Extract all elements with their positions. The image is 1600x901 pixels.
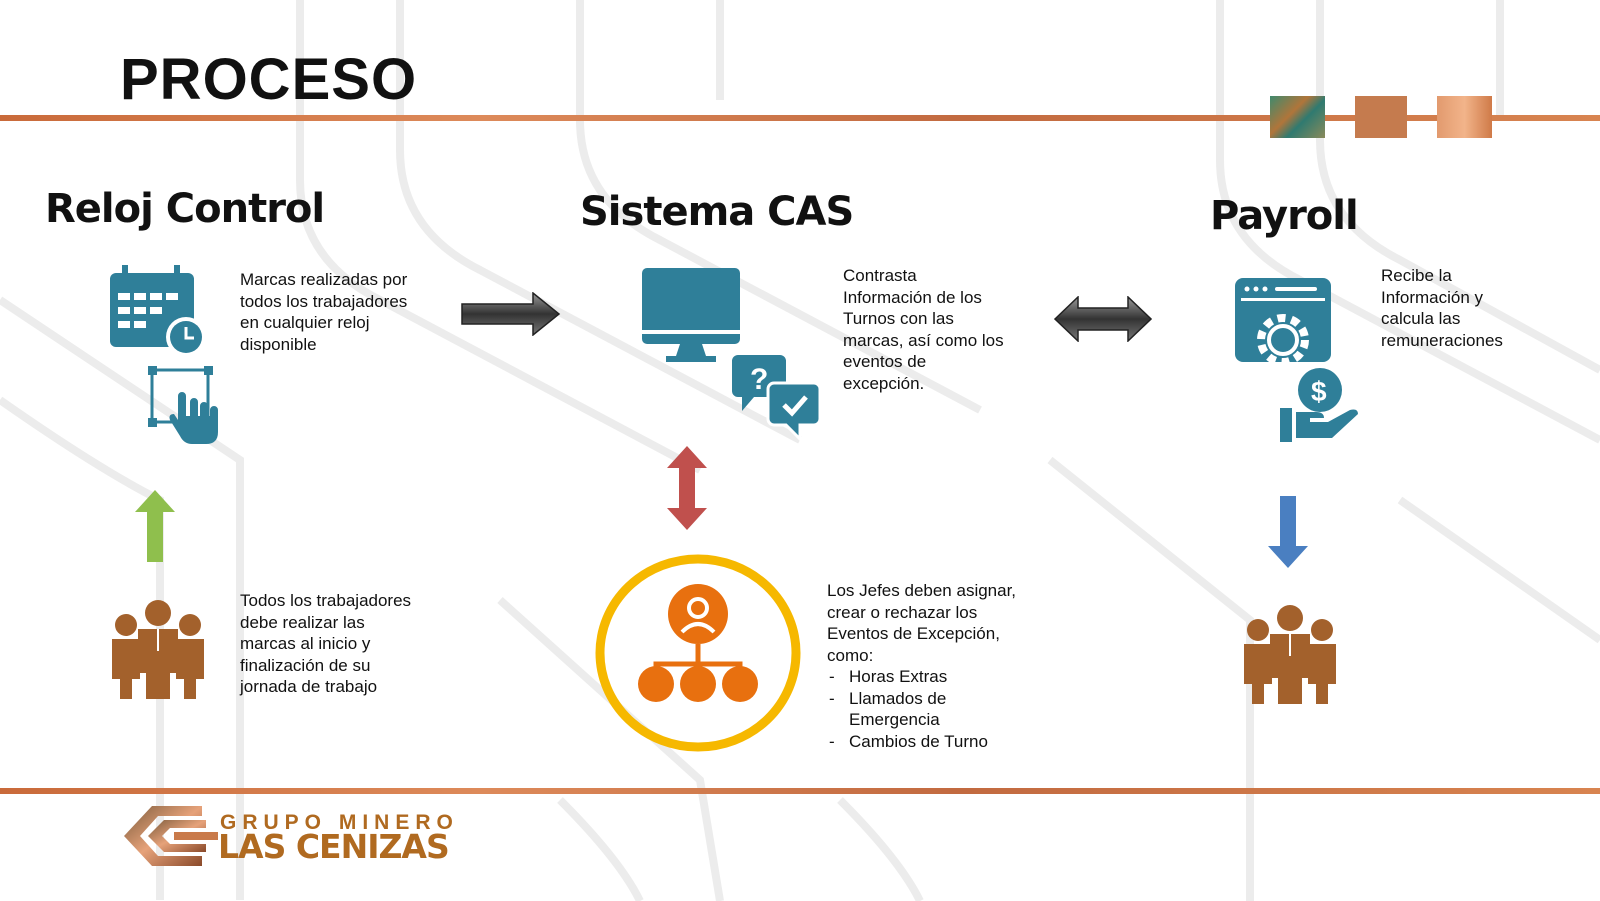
right-arrow-gray xyxy=(461,292,561,336)
jefes-description: Los Jefes deben asignar, crear o rechaza… xyxy=(827,580,1027,752)
logo-line1: GRUPO MINERO xyxy=(220,811,459,834)
payroll-description: Recibe la Información y calcula las remu… xyxy=(1381,266,1503,350)
section-title-payroll: Payroll xyxy=(1210,193,1359,239)
list-item: Horas Extras xyxy=(827,666,1027,688)
cas-description: Contrasta Información de los Turnos con … xyxy=(843,266,1004,393)
workers-description: Todos los trabajadores debe realizar las… xyxy=(240,591,412,696)
jefes-intro: Los Jefes deben asignar, crear o rechaza… xyxy=(827,581,1017,665)
workers-group-icon-right xyxy=(1244,605,1336,704)
copper-metal-swatch xyxy=(1437,96,1492,138)
down-arrow-blue xyxy=(1268,496,1308,568)
company-logo-mark xyxy=(124,806,218,866)
section-title-reloj: Reloj Control xyxy=(45,186,325,232)
vertical-bidirectional-arrow-red xyxy=(667,446,707,530)
settings-window-icon xyxy=(1235,278,1331,362)
section-title-cas: Sistema CAS xyxy=(580,189,854,235)
calendar-clock-icon xyxy=(110,265,206,357)
list-item: Llamados de Emergencia xyxy=(827,688,1027,731)
touch-select-icon xyxy=(148,366,218,444)
exception-events-list: Horas Extras Llamados de Emergencia Camb… xyxy=(827,666,1027,752)
bottom-divider xyxy=(0,788,1600,794)
workers-group-icon-left xyxy=(112,600,204,699)
logo-line2: LAS CENIZAS xyxy=(218,827,450,866)
svg-text:$: $ xyxy=(1311,376,1327,407)
svg-text:?: ? xyxy=(750,363,768,396)
copper-ore-swatch xyxy=(1355,96,1407,138)
malachite-swatch xyxy=(1270,96,1325,138)
question-answer-chat-icon: ? xyxy=(732,355,820,441)
up-arrow-green xyxy=(135,490,175,562)
list-item: Cambios de Turno xyxy=(827,731,1027,753)
computer-monitor-icon xyxy=(642,268,740,362)
hierarchy-org-icon xyxy=(595,554,801,752)
reloj-description: Marcas realizadas por todos los trabajad… xyxy=(240,270,408,354)
top-divider xyxy=(0,115,1600,121)
salary-hand-icon: $ xyxy=(1280,368,1358,442)
page-title: PROCESO xyxy=(120,47,418,112)
bidirectional-arrow-gray xyxy=(1054,296,1152,342)
